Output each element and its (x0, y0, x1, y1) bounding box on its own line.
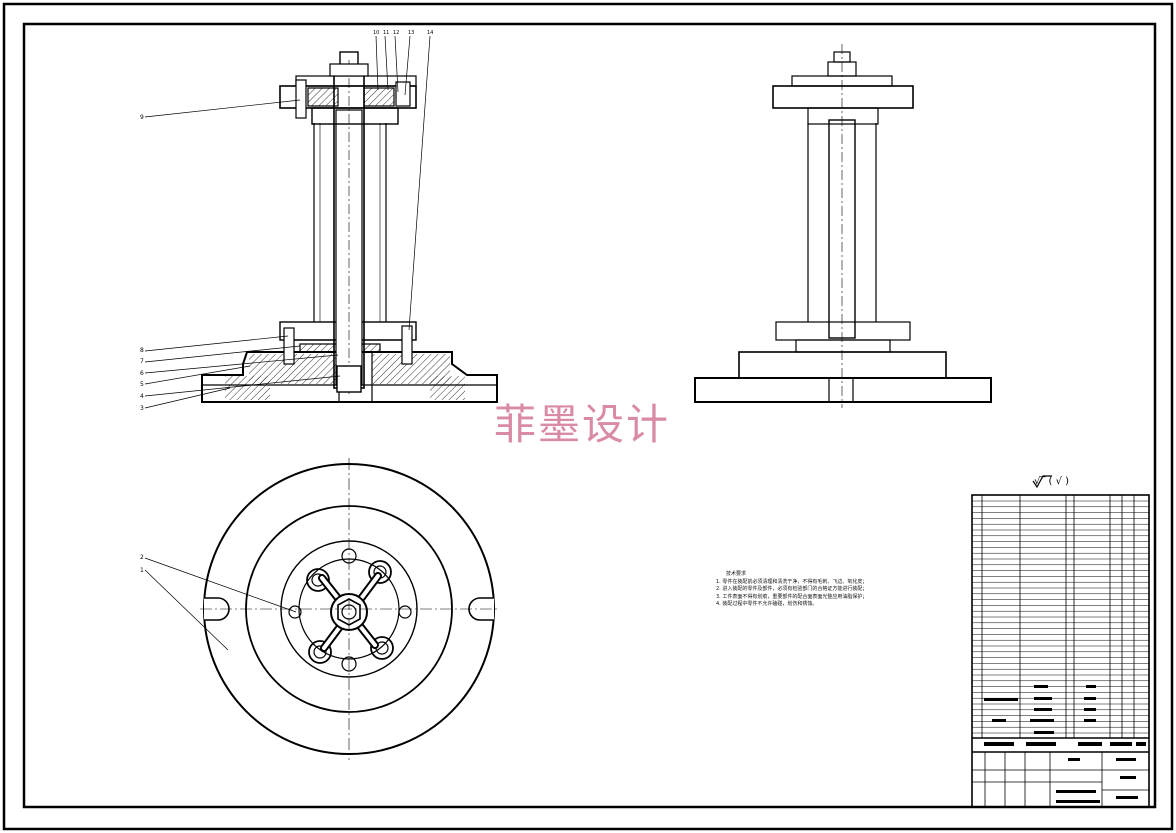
balloon-label: 9 (140, 114, 144, 121)
technical-requirement-item: 2. 进入装配的零件及部件，必须有检验部门的合格证方能进行装配； (716, 586, 868, 593)
watermark-text: 菲墨设计 (494, 400, 671, 449)
balloon-label: 12 (393, 30, 399, 36)
technical-requirement-item: 3. 工件表面不得有划痕，重要部件的配合面表面光整应用油脂保护； (716, 593, 868, 600)
side-view (694, 44, 992, 408)
technical-requirement-item: 1. 零件在装配前必须清理和清洗干净，不得有毛刺、飞边、氧化皮； (716, 578, 868, 585)
balloon-label: 10 (373, 30, 379, 36)
plan-view (144, 458, 498, 760)
technical-requirements: 技术要求 1. 零件在装配前必须清理和清洗干净，不得有毛刺、飞边、氧化皮； 2.… (716, 571, 946, 609)
balloon-label: 1 (140, 567, 144, 574)
surface-roughness-icon (1032, 475, 1052, 489)
balloon-label: 3 (140, 405, 144, 412)
parts-list-table (971, 494, 1150, 808)
balloon-label: 5 (140, 381, 144, 388)
balloon-label: 8 (140, 347, 144, 354)
balloon-label: 4 (140, 393, 144, 400)
front-section-view (144, 35, 498, 409)
technical-requirement-item: 4. 装配过程中零件不允许磕碰，划伤和锈蚀。 (716, 601, 818, 608)
balloon-label: 7 (140, 358, 144, 365)
technical-requirements-title: 技术要求 (726, 571, 747, 577)
balloon-label: 2 (140, 554, 144, 561)
balloon-label: 13 (408, 30, 414, 36)
balloon-label: 11 (383, 30, 389, 36)
balloon-label: 14 (427, 30, 433, 36)
sheet-inner-border (22, 22, 1157, 809)
roughness-note: √‾ ( √ ) (1034, 476, 1070, 487)
balloon-label: 6 (140, 370, 144, 377)
